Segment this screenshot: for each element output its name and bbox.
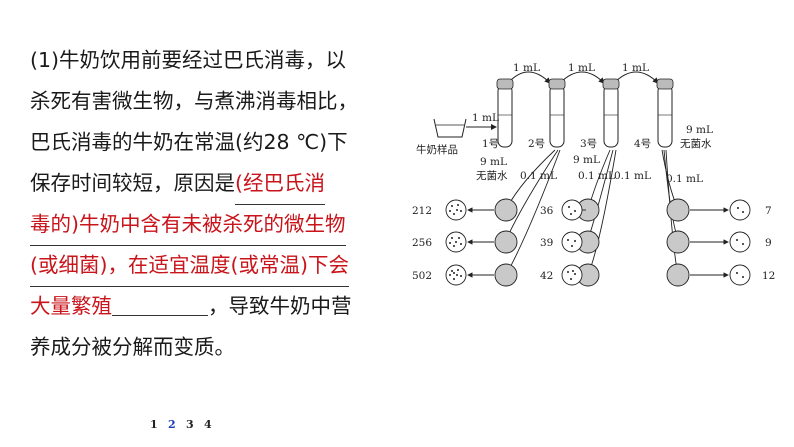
answer-part-4: 大量繁殖 [30,294,112,318]
tube-label-2: 2号 [528,138,545,150]
transfer-label-1: 1 mL [513,62,540,74]
milk-sample-beaker [433,118,467,138]
colony-plate-8 [729,231,751,253]
sample-transfer-label: 1 mL [472,112,499,124]
water-right-label: 无菌水 [680,138,712,150]
answer-part-3: (或细菌)，在适宜温度(或常温)下会 [30,245,349,287]
plating-label-2: 0.1 mL [578,170,615,182]
question-line-1: (1)牛奶饮用前要经过巴氏消毒，以 [30,48,347,72]
question-line-4: 保存时间较短，原因是(经巴氏消 [30,163,400,205]
colony-plate-4 [561,199,583,221]
tube-cap-1 [496,78,514,90]
sample-label: 牛奶样品 [416,143,458,156]
question-line-7-suffix: ，导致牛奶中营 [208,294,352,318]
question-line-3: 巴氏消毒的牛奶在常温(约28 ℃)下 [30,130,348,154]
page-1-link[interactable]: 1 [150,418,158,431]
tube-cap-4 [656,78,674,90]
question-line-7: 大量繁殖 ，导致牛奶中营 [30,286,400,327]
count-right-1: 7 [765,205,772,217]
colony-plate-5 [561,231,583,253]
tube-4 [657,84,673,148]
answer-part-1: (经巴氏消 [235,163,325,205]
page-2-link[interactable]: 2 [168,418,176,431]
water-mid-volume: 9 mL [573,154,600,166]
tube-cap-2 [548,78,566,90]
count-mid-1: 36 [540,205,554,217]
answer-part-2: 毒的)牛奶中含有未被杀死的微生物 [30,204,346,246]
question-line-5: 毒的)牛奶中含有未被杀死的微生物 [30,204,400,246]
water-right-volume: 9 mL [686,124,713,136]
colony-plate-7 [729,199,751,221]
tube-1 [497,84,513,148]
water-left-volume: 9 mL [480,156,507,168]
plating-label-1: 0.1 mL [520,170,557,182]
answer-blank-tail [112,293,208,316]
tube-cap-3 [602,78,620,90]
colony-plate-6 [561,264,583,286]
count-right-2: 9 [765,237,772,249]
count-left-3: 502 [412,270,432,282]
page-4-link[interactable]: 4 [204,418,212,431]
water-left-label: 无菌水 [476,170,508,182]
count-mid-2: 39 [540,237,553,249]
plating-label-3: 0.1 mL [614,170,651,182]
dilution-diagram: 1 mL 1 mL 1 mL 1号 2号 3号 4号 1 mL [412,62,775,287]
question-line-6: (或细菌)，在适宜温度(或常温)下会 [30,245,400,287]
tube-3 [603,84,619,148]
transfer-label-3: 1 mL [622,62,649,74]
tube-label-4: 4号 [634,138,651,150]
count-mid-3: 42 [540,270,553,282]
tube-label-1: 1号 [482,138,499,150]
plating-label-4: 0.1 mL [666,173,703,185]
count-left-2: 256 [412,237,432,249]
tube-2 [549,84,565,148]
transfer-label-2: 1 mL [568,62,595,74]
tube-label-3: 3号 [580,138,597,150]
question-line-8: 养成分被分解而变质。 [30,335,235,359]
question-text: (1)牛奶饮用前要经过巴氏消毒，以 杀死有害微生物，与煮沸消毒相比， 巴氏消毒的… [30,40,400,368]
question-line-2: 杀死有害微生物，与煮沸消毒相比， [30,89,358,113]
page-3-link[interactable]: 3 [186,418,194,431]
question-line-4-prefix: 保存时间较短，原因是 [30,171,235,195]
colony-plate-9 [729,264,751,286]
count-left-1: 212 [412,205,432,217]
count-right-3: 12 [762,270,775,282]
